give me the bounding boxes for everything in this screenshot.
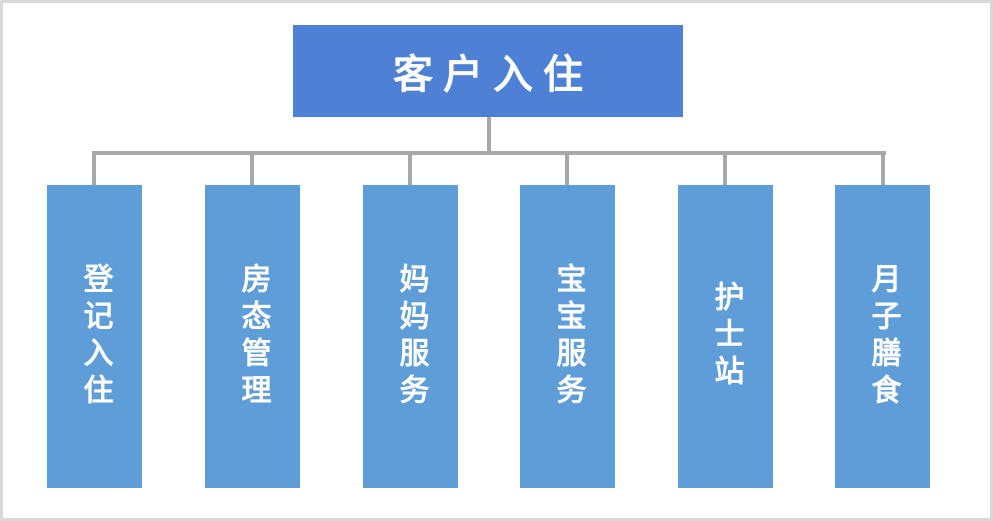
child-node-confinement-meals: 月子膳食 [835,185,930,488]
child-node-baby-service: 宝宝服务 [520,185,615,488]
child-node-label: 月子膳食 [866,262,900,411]
root-node-customer-checkin: 客户入住 [293,25,683,117]
connector-trunk-line [487,117,491,153]
child-node-label: 房态管理 [236,262,270,411]
connector-stub-2 [250,153,254,186]
child-node-label: 登记入住 [78,262,112,411]
child-node-room-status-management: 房态管理 [205,185,300,488]
root-node-label: 客户入住 [393,53,593,97]
child-node-label: 护士站 [709,281,743,392]
child-node-register-checkin: 登记入住 [47,185,142,488]
connector-rail-line [92,151,886,155]
child-node-label: 妈妈服务 [394,262,428,411]
connector-stub-1 [92,153,96,186]
connector-stub-5 [723,153,727,186]
connector-stub-3 [408,153,412,186]
connector-stub-6 [881,153,885,186]
child-node-label: 宝宝服务 [551,262,585,411]
connector-stub-4 [565,153,569,186]
child-node-mother-service: 妈妈服务 [363,185,458,488]
child-node-nurse-station: 护士站 [678,185,773,488]
